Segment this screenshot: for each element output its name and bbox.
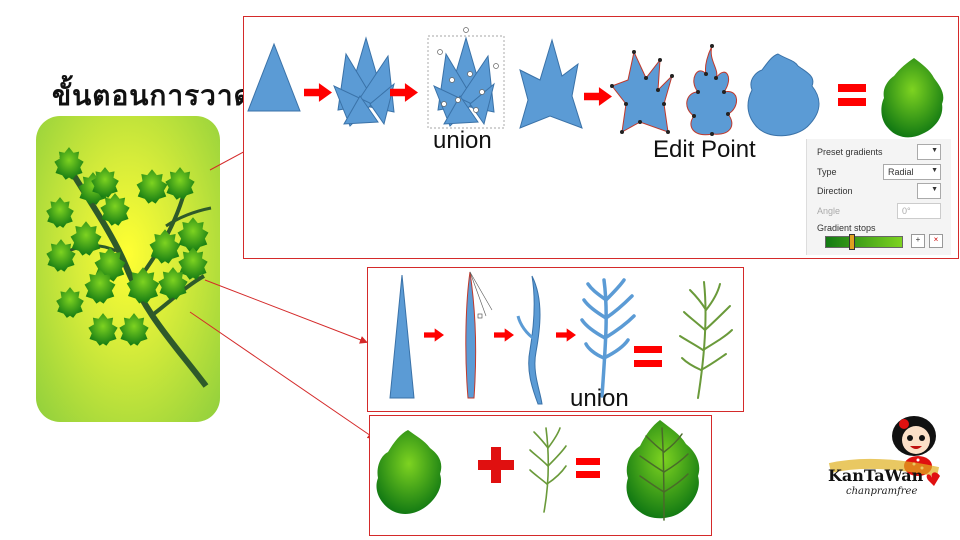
top-steps-drawing [247, 27, 944, 138]
overlapping-triangles [333, 36, 395, 127]
kantawan-logo: KanTaWan chanpramfree [824, 410, 948, 502]
gradient-stop-handle[interactable] [849, 234, 855, 250]
edited-blade-shape [465, 271, 477, 399]
chevron-down-icon: ▼ [931, 147, 938, 154]
final-leaf-veins [639, 427, 689, 521]
preset-gradients-label: Preset gradients [817, 147, 883, 157]
label-union-mid: union [570, 385, 629, 412]
logo-tagline: chanpramfree [846, 486, 918, 497]
label-edit-point: Edit Point [653, 136, 756, 163]
add-stop-icon[interactable]: + [911, 234, 925, 248]
equals-icon [576, 458, 600, 478]
green-leaf-shape [376, 430, 442, 514]
green-vein-result [679, 281, 733, 399]
chevron-down-icon: ▼ [931, 167, 938, 174]
smooth-leaf-shape [747, 53, 820, 137]
label-union-top: union [433, 127, 492, 154]
direction-dropdown[interactable]: ▼ [917, 183, 941, 199]
equals-icon [838, 84, 866, 106]
green-gradient-leaf [881, 58, 944, 138]
branch-illustration [36, 116, 220, 422]
step-box-vein-shape [367, 267, 744, 412]
direction-label: Direction [817, 186, 853, 196]
preset-gradients-dropdown[interactable]: ▼ [917, 144, 941, 160]
plus-icon [478, 447, 514, 483]
angle-input[interactable]: 0° [897, 203, 941, 219]
page-title: ขั้นตอนการวาด [52, 79, 253, 112]
type-value: Radial [888, 167, 914, 177]
green-veins-small [529, 427, 567, 513]
narrow-triangle-shape [389, 274, 415, 399]
equals-icon [634, 346, 662, 367]
branch-drawing [46, 147, 212, 388]
vein-branches-shape [580, 278, 636, 398]
triangle-shape [247, 42, 301, 112]
mascot-girl-icon [828, 416, 940, 486]
type-label: Type [817, 167, 837, 177]
angle-value: 0° [902, 206, 911, 216]
gradient-stops-label: Gradient stops [817, 223, 876, 233]
chevron-down-icon: ▼ [931, 186, 938, 193]
selected-triangles [433, 36, 495, 127]
type-dropdown[interactable]: Radial ▼ [883, 164, 941, 180]
gradient-format-panel: Preset gradients ▼ Type Radial ▼ Directio… [806, 139, 951, 255]
gradient-stops-bar[interactable] [825, 236, 903, 248]
remove-stop-icon[interactable]: × [929, 234, 943, 248]
angle-label: Angle [817, 206, 841, 216]
union-shape [519, 38, 583, 129]
logo-name: KanTaWan [828, 466, 924, 485]
